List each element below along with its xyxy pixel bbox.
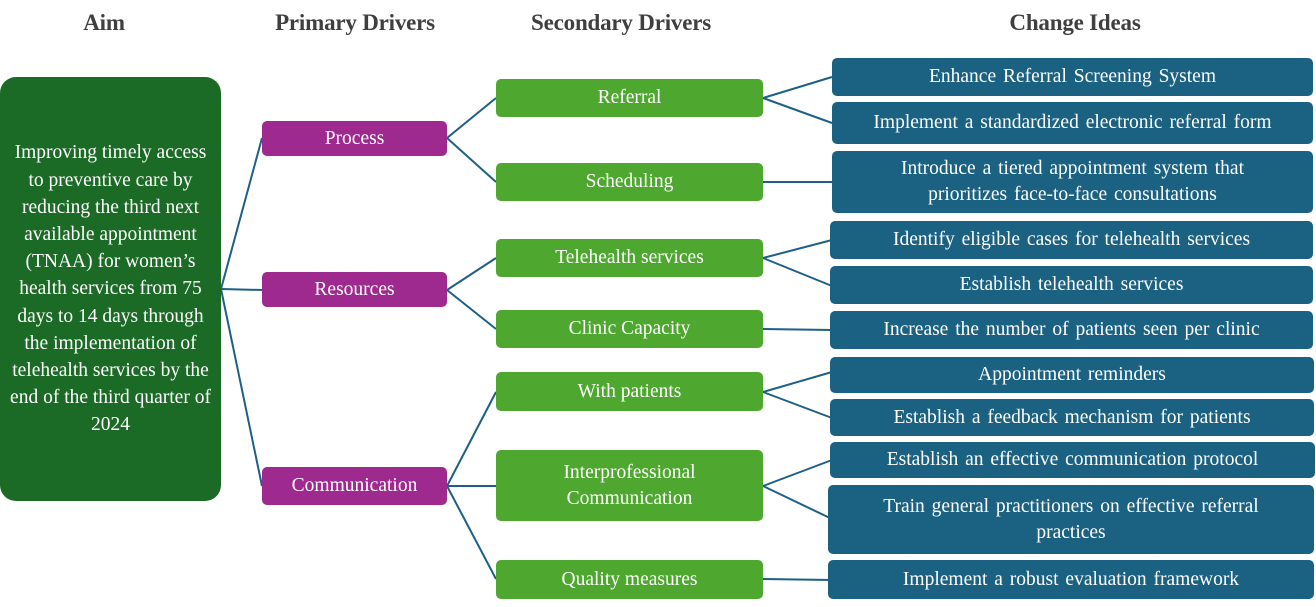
connector-communication-patients: [446, 391, 497, 487]
connector-aim-resources: [220, 288, 263, 291]
change-idea-increase-patients-per-clinic: Increase the number of patients seen per…: [830, 311, 1313, 349]
change-idea-label: Appointment reminders: [978, 364, 1166, 385]
connector-telehealth-change-5: [762, 257, 833, 287]
secondary-driver-with-patients: With patients: [496, 372, 763, 411]
change-idea-identify-telehealth-cases: Identify eligible cases for telehealth s…: [830, 221, 1313, 259]
secondary-driver-scheduling: Scheduling: [496, 163, 763, 201]
header-change-ideas: Change Ideas: [1009, 10, 1141, 35]
connector-resources-capacity: [446, 289, 497, 330]
connector-resources-telehealth: [446, 257, 497, 291]
connector-process-scheduling: [446, 137, 497, 183]
connector-interprofessional-change-9: [762, 459, 833, 487]
change-idea-establish-telehealth: Establish telehealth services: [830, 266, 1313, 304]
connector-telehealth-change-4: [762, 239, 833, 259]
change-idea-communication-protocol: Establish an effective communication pro…: [830, 442, 1315, 478]
change-idea-tiered-appointment-system: Introduce a tiered appointment system th…: [832, 151, 1313, 213]
secondary-driver-label: Telehealth services: [555, 247, 704, 268]
secondary-driver-label: Referral: [597, 87, 662, 108]
secondary-driver-quality-measures: Quality measures: [496, 560, 763, 599]
aim-box: Improving timely access to preventive ca…: [0, 77, 221, 501]
secondary-driver-interprofessional-communication: Interprofessional Communication: [496, 450, 763, 521]
change-idea-label: Establish telehealth services: [959, 274, 1184, 295]
connector-patients-change-7: [762, 371, 833, 393]
primary-driver-label: Resources: [314, 278, 395, 300]
secondary-driver-label: With patients: [577, 380, 682, 402]
connector-patients-change-8: [762, 391, 833, 419]
change-idea-label: Establish a feedback mechanism for patie…: [893, 406, 1251, 428]
primary-driver-communication: Communication: [262, 467, 447, 505]
change-idea-train-practitioners: Train general practitioners on effective…: [828, 485, 1314, 554]
change-idea-label: Identify eligible cases for telehealth s…: [892, 229, 1251, 250]
change-idea-label: Train general practitioners on effective…: [883, 495, 1259, 543]
change-idea-label: Implement a robust evaluation framework: [902, 568, 1240, 590]
change-idea-label: Introduce a tiered appointment system th…: [900, 158, 1245, 205]
secondary-driver-referral: Referral: [496, 79, 763, 117]
connector-process-referral: [446, 97, 497, 139]
change-idea-electronic-referral-form: Implement a standardized electronic refe…: [832, 102, 1313, 144]
connector-referral-change-2: [762, 97, 833, 124]
change-idea-label: Establish an effective communication pro…: [886, 449, 1259, 470]
connector-referral-change-1: [762, 76, 833, 99]
secondary-driver-telehealth-services: Telehealth services: [496, 239, 763, 277]
change-idea-evaluation-framework: Implement a robust evaluation framework: [828, 560, 1314, 599]
secondary-driver-clinic-capacity: Clinic Capacity: [496, 310, 763, 348]
primary-driver-label: Process: [324, 127, 385, 149]
primary-driver-resources: Resources: [262, 272, 447, 307]
change-idea-appointment-reminders: Appointment reminders: [830, 357, 1314, 393]
change-idea-patient-feedback: Establish a feedback mechanism for patie…: [830, 399, 1314, 436]
header-primary-drivers: Primary Drivers: [275, 10, 435, 35]
header-aim: Aim: [83, 10, 125, 35]
primary-driver-process: Process: [262, 121, 447, 156]
connector-communication-quality: [446, 485, 497, 580]
header-secondary-drivers: Secondary Drivers: [531, 10, 711, 35]
change-idea-label: Enhance Referral Screening System: [928, 66, 1217, 87]
aim-text: Improving timely access to preventive ca…: [10, 142, 211, 436]
change-idea-label: Increase the number of patients seen per…: [883, 319, 1260, 340]
connector-interprofessional-change-10: [762, 485, 833, 520]
change-idea-label: Implement a standardized electronic refe…: [873, 112, 1272, 133]
connector-capacity-change-6: [762, 328, 833, 331]
secondary-driver-label: Interprofessional Communication: [563, 461, 696, 509]
change-idea-referral-screening: Enhance Referral Screening System: [832, 58, 1313, 96]
connector-quality-change-11: [762, 578, 833, 581]
connector-aim-communication: [220, 288, 263, 487]
connector-aim-process: [220, 137, 263, 290]
secondary-driver-label: Quality measures: [561, 568, 698, 590]
primary-driver-label: Communication: [291, 475, 418, 496]
secondary-driver-label: Scheduling: [585, 171, 674, 192]
secondary-driver-label: Clinic Capacity: [568, 318, 691, 339]
